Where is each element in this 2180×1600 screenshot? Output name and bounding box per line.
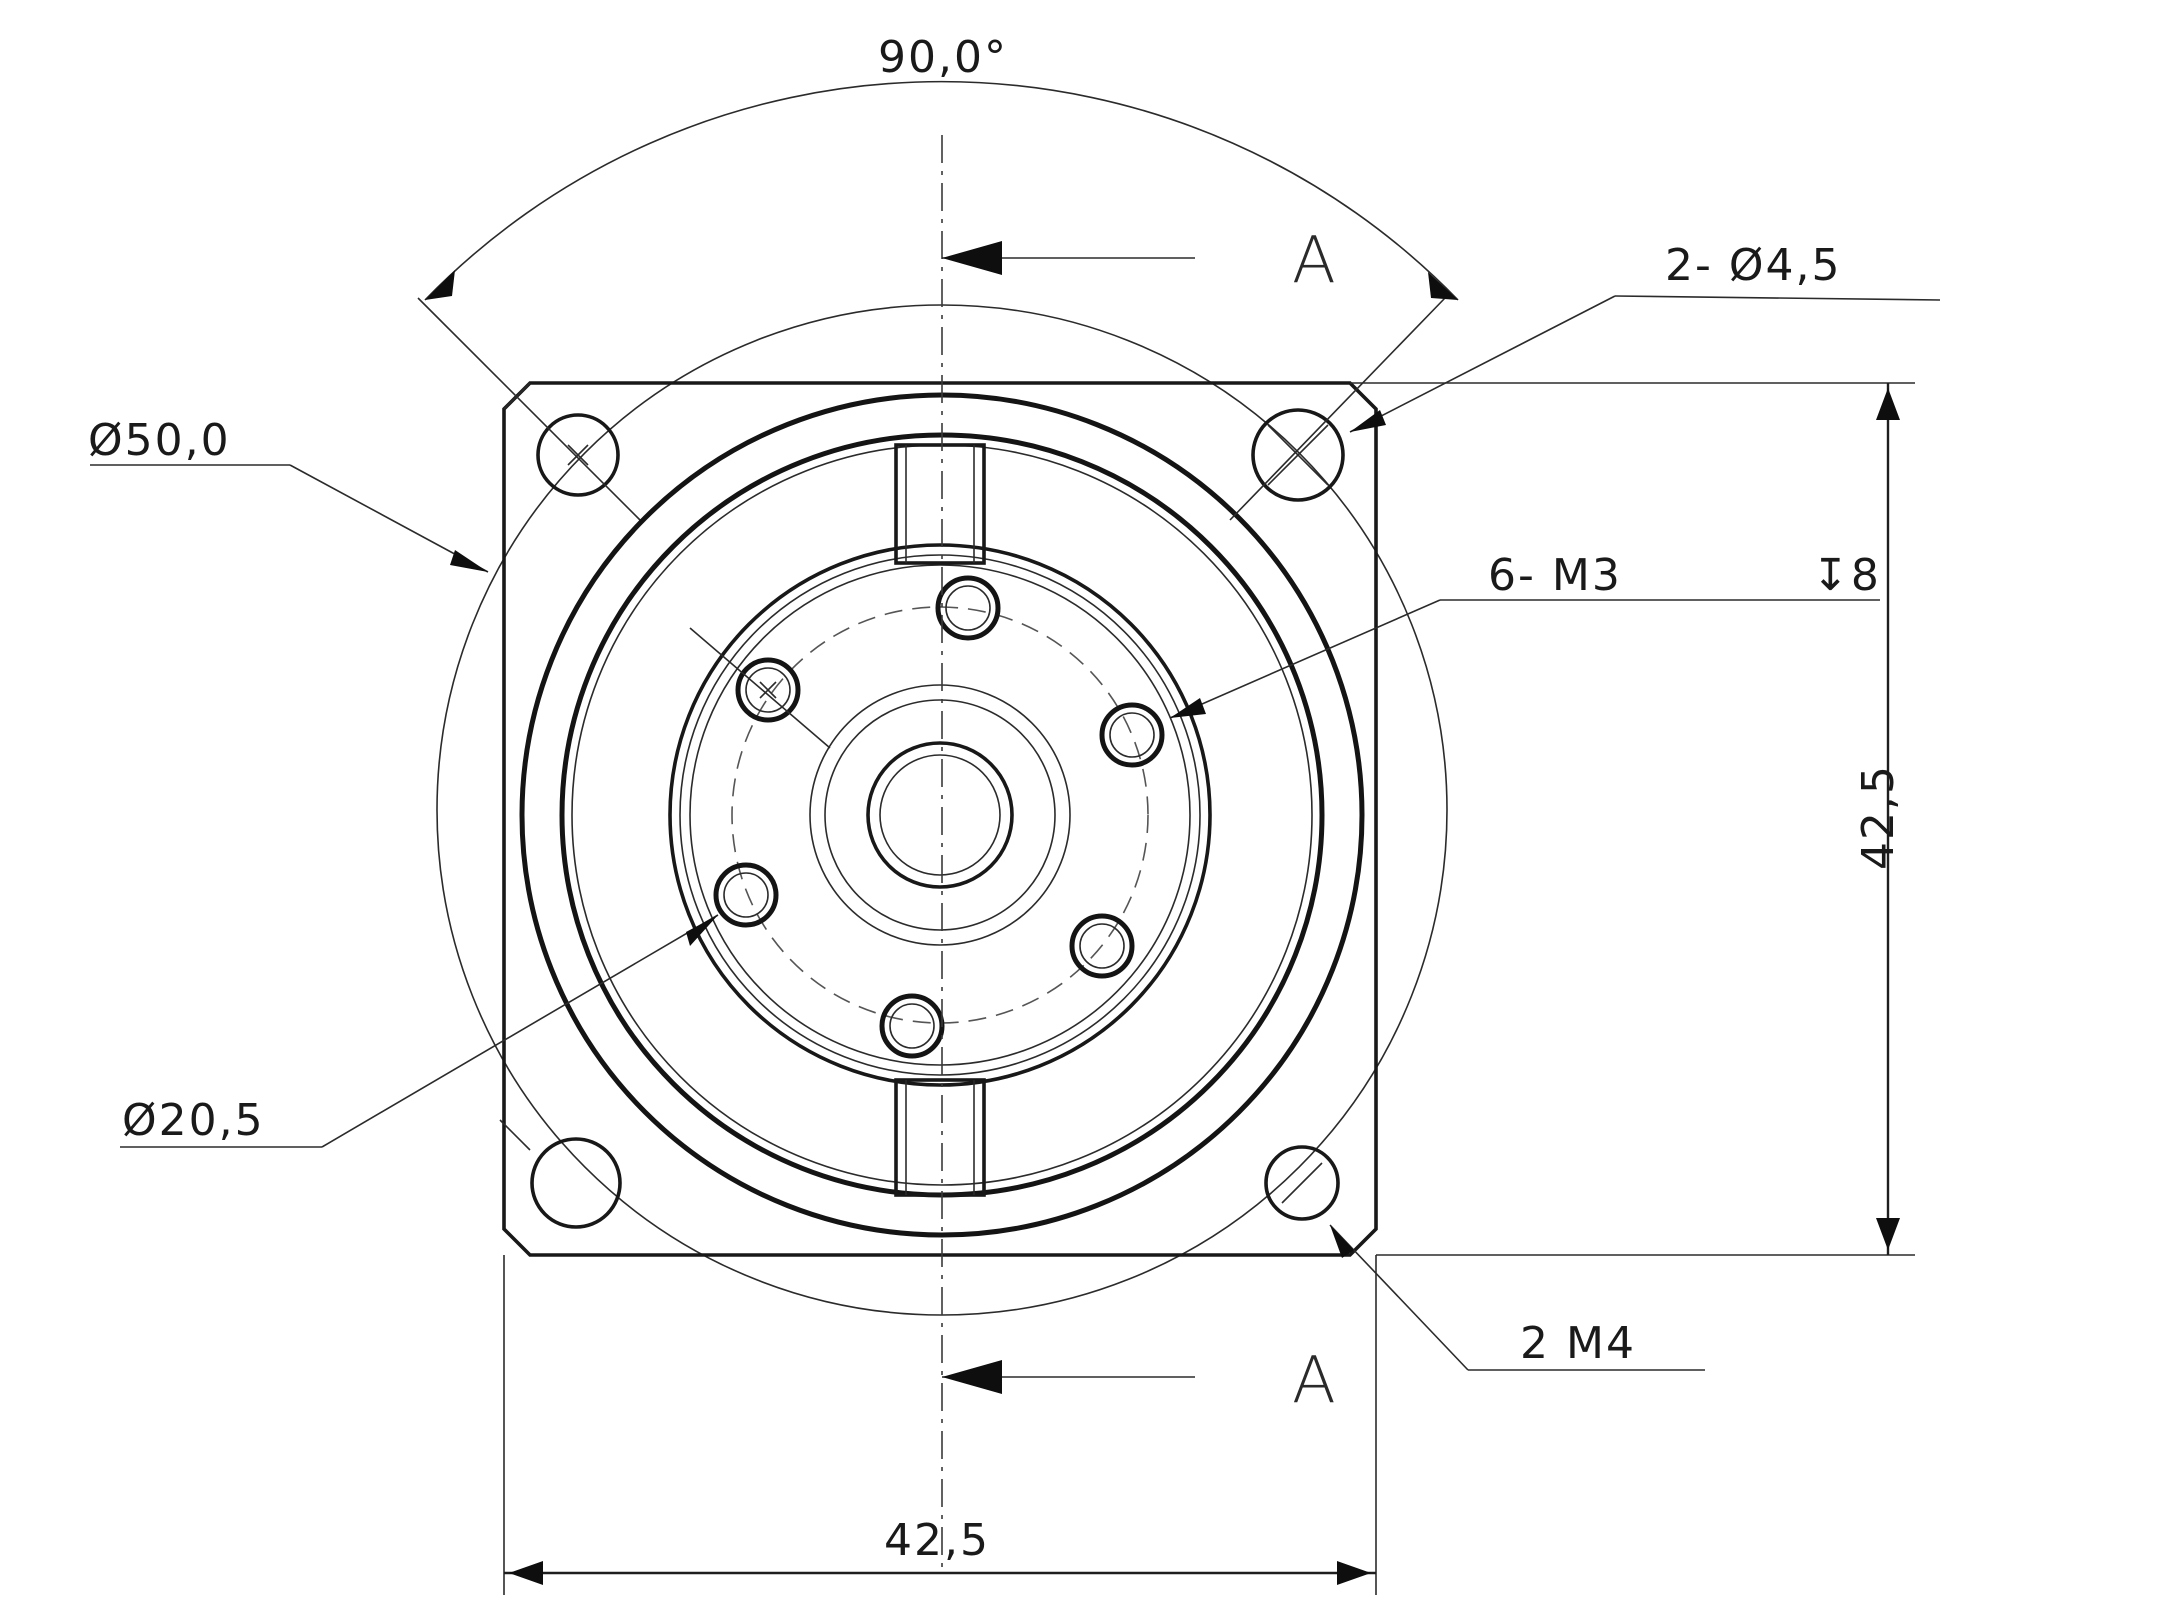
m3-hole-4 — [713, 862, 779, 928]
thread-depth-label: ↧8 — [1812, 550, 1881, 601]
m3-hole-3 — [1099, 702, 1165, 768]
hub-outer-circle — [668, 543, 1212, 1087]
m3-hole-6 — [879, 993, 945, 1059]
top-slot — [894, 443, 986, 565]
m3-hole-5 — [1069, 913, 1135, 979]
section-arrow-bottom — [942, 1360, 1002, 1394]
threaded-holes-label: 6- M3 — [1488, 550, 1622, 601]
mount-hole-bottom-left — [530, 1137, 622, 1229]
shaft-boss-mid — [824, 699, 1056, 931]
hub-outer-circle-2 — [679, 554, 1201, 1076]
flange-square-outline — [502, 381, 1378, 1257]
outer-diameter-label: Ø50,0 — [88, 415, 231, 466]
shaft-boss-outer — [809, 684, 1071, 946]
height-label: 42,5 — [1853, 764, 1904, 870]
pilot-diameter-label: Ø20,5 — [122, 1095, 265, 1146]
section-label-top: A — [1292, 224, 1336, 298]
section-arrow-top — [942, 241, 1002, 275]
mount-holes-label: 2- Ø4,5 — [1665, 240, 1841, 291]
hub-inner-circle — [689, 564, 1191, 1066]
bottom-slot — [894, 1078, 986, 1197]
mount-hole-top-right — [1251, 408, 1345, 502]
shaft-bore-inner — [879, 754, 1001, 876]
tapped-holes-label: 2 M4 — [1520, 1318, 1636, 1369]
hub-bolt-circle — [731, 606, 1149, 1024]
angle-label: 90,0° — [878, 32, 1008, 83]
m3-hole-2 — [735, 657, 801, 723]
mount-hole-bottom-right — [1264, 1145, 1340, 1221]
shaft-bore-outer — [866, 741, 1014, 889]
mount-hole-top-left — [536, 413, 620, 497]
section-label-bottom: A — [1292, 1344, 1336, 1418]
m3-holes — [713, 575, 1165, 1059]
angle-dimension-arc — [424, 80, 1459, 301]
width-label: 42,5 — [884, 1515, 990, 1566]
m3-hole-1 — [935, 575, 1001, 641]
